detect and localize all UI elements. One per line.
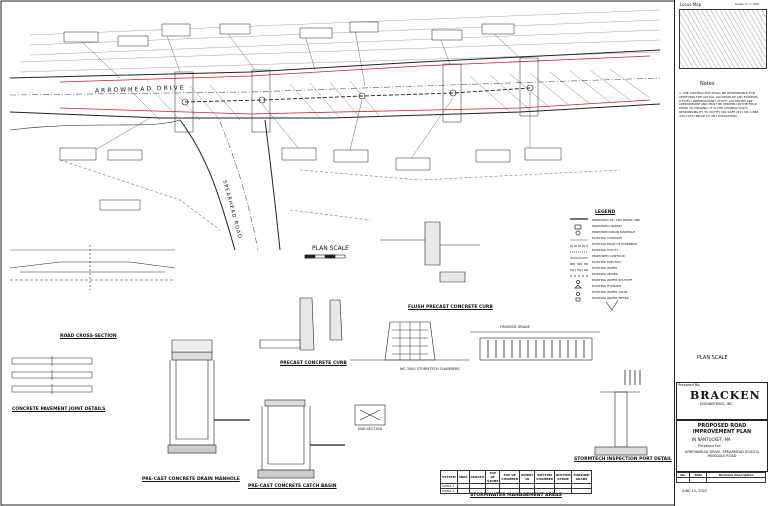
plan-scale-right: PLAN SCALE	[697, 355, 728, 361]
legend-symbols	[570, 218, 588, 302]
stormwater-title: STORMWATER MANAGEMENT AREAS	[470, 493, 562, 498]
title-block	[674, 0, 768, 506]
locus-map-title: Locus Map	[680, 2, 702, 7]
legend-item: EXISTING WATER SHUTOFF	[592, 278, 633, 282]
catch-basin-detail	[257, 399, 345, 479]
revision-table: No. Date Revision Description	[675, 472, 766, 483]
end-section-label: END SECTION	[358, 427, 383, 431]
legend-item: PROPOSED 10" ADS DRAIN LINE	[592, 218, 640, 222]
legend-item: EXISTING UTILITY	[592, 248, 619, 252]
notes-text: 1. THE CONTRACTOR SHALL BE RESPONSIBLE F…	[679, 91, 760, 118]
table-header: SYSTEM	[440, 470, 458, 484]
drain-manhole-title: PRE-CAST CONCRETE DRAIN MANHOLE	[142, 477, 240, 482]
table-row	[675, 477, 766, 483]
legend-item: PROPOSED CONTOUR	[592, 254, 625, 258]
legend-item: EXISTING HYDRANT	[592, 284, 622, 288]
project-roads: ARROWHEAD DRIVE, SPEARHEAD ROAD & HINSDA…	[685, 450, 759, 459]
flush-curb-detail	[380, 221, 480, 283]
table-cell: SWMA 2	[440, 488, 458, 494]
legend-item: EXISTING SEWER	[592, 272, 618, 276]
road-section-title: ROAD CROSS-SECTION	[60, 334, 117, 339]
table-row: SWMA 2	[440, 488, 592, 494]
firm-name: BRACKEN	[690, 389, 761, 402]
finished-grade-label: FINISHED GRADE	[500, 325, 530, 329]
pavement-joint-detail	[11, 356, 93, 394]
legend-item: EXISTING WATER METER	[592, 296, 629, 300]
firm-subtitle: ENGINEERING, INC.	[700, 402, 734, 406]
legend-item: EXISTING WATER VALVE	[592, 290, 628, 294]
road-cross-section	[9, 245, 176, 290]
chamber-title: MC-3500 STORMTECH CHAMBERS	[400, 367, 460, 371]
table-header: LENGTH	[468, 470, 487, 484]
legend-item: PROPOSED DRAIN MANHOLE	[592, 230, 635, 234]
table-header: TOP OF STONE	[485, 470, 501, 484]
plan-scale-label: PLAN SCALE	[312, 245, 349, 252]
precast-curb-detail	[259, 297, 343, 351]
catch-basin-title: PRE-CAST CONCRETE CATCH BASIN	[248, 484, 337, 489]
table-header: FINISHED GRADE	[571, 470, 592, 484]
locus-scale: Scale: 1" = 300'	[735, 2, 760, 6]
pavement-joint-title: CONCRETE PAVEMENT JOINT DETAILS	[12, 407, 106, 412]
table-header: BOTTOM CHAMBER	[534, 470, 555, 484]
drain-manhole-detail	[167, 339, 250, 454]
notes-title: Notes	[700, 81, 715, 87]
table-header: INVERT IN	[519, 470, 536, 484]
locus-map	[679, 9, 767, 69]
precast-curb-title: PRECAST CONCRETE CURB	[280, 361, 347, 366]
inspection-port-title: STORMTECH INSPECTION PORT DETAIL	[574, 457, 672, 462]
legend-list: PROPOSED 10" ADS DRAIN LINE PROPOSED CB/…	[592, 217, 640, 301]
legend-title: LEGEND	[595, 210, 616, 215]
table-header: AREA	[456, 470, 470, 484]
stormwater-table: SYSTEM AREA LENGTH TOP OF STONE TOP OF C…	[440, 470, 592, 494]
stormtech-chamber-detail	[350, 321, 600, 426]
table-header-row: SYSTEM AREA LENGTH TOP OF STONE TOP OF C…	[440, 470, 592, 484]
project-town: IN NANTUCKET, MA	[692, 437, 731, 442]
legend-item: EXISTING CONTOUR	[592, 236, 623, 240]
legend-item: EXISTING ELECTRIC	[592, 260, 622, 264]
inspection-port-detail	[594, 299, 648, 456]
table-header: BOTTOM STONE	[553, 470, 573, 484]
road-plan	[9, 9, 661, 251]
table-header: TOP OF CHAMBER	[499, 470, 521, 484]
legend-item: PROPOSED CB/DMH	[592, 224, 622, 228]
prepared-by-label: Prepared By:	[678, 383, 701, 387]
sheet-date: JUNE 13, 2022	[682, 489, 708, 493]
prepared-for-label: Prepared For:	[698, 444, 722, 448]
flush-curb-title: FLUSH PRECAST CONCRETE CURB	[408, 305, 493, 310]
table-row: SWMA 1	[440, 483, 592, 489]
project-title: PROPOSED ROAD IMPROVEMENT PLAN	[692, 423, 752, 435]
legend-item: EXISTING EDGE OF PAVEMENT	[592, 242, 638, 246]
legend-item: EXISTING WATER	[592, 266, 618, 270]
